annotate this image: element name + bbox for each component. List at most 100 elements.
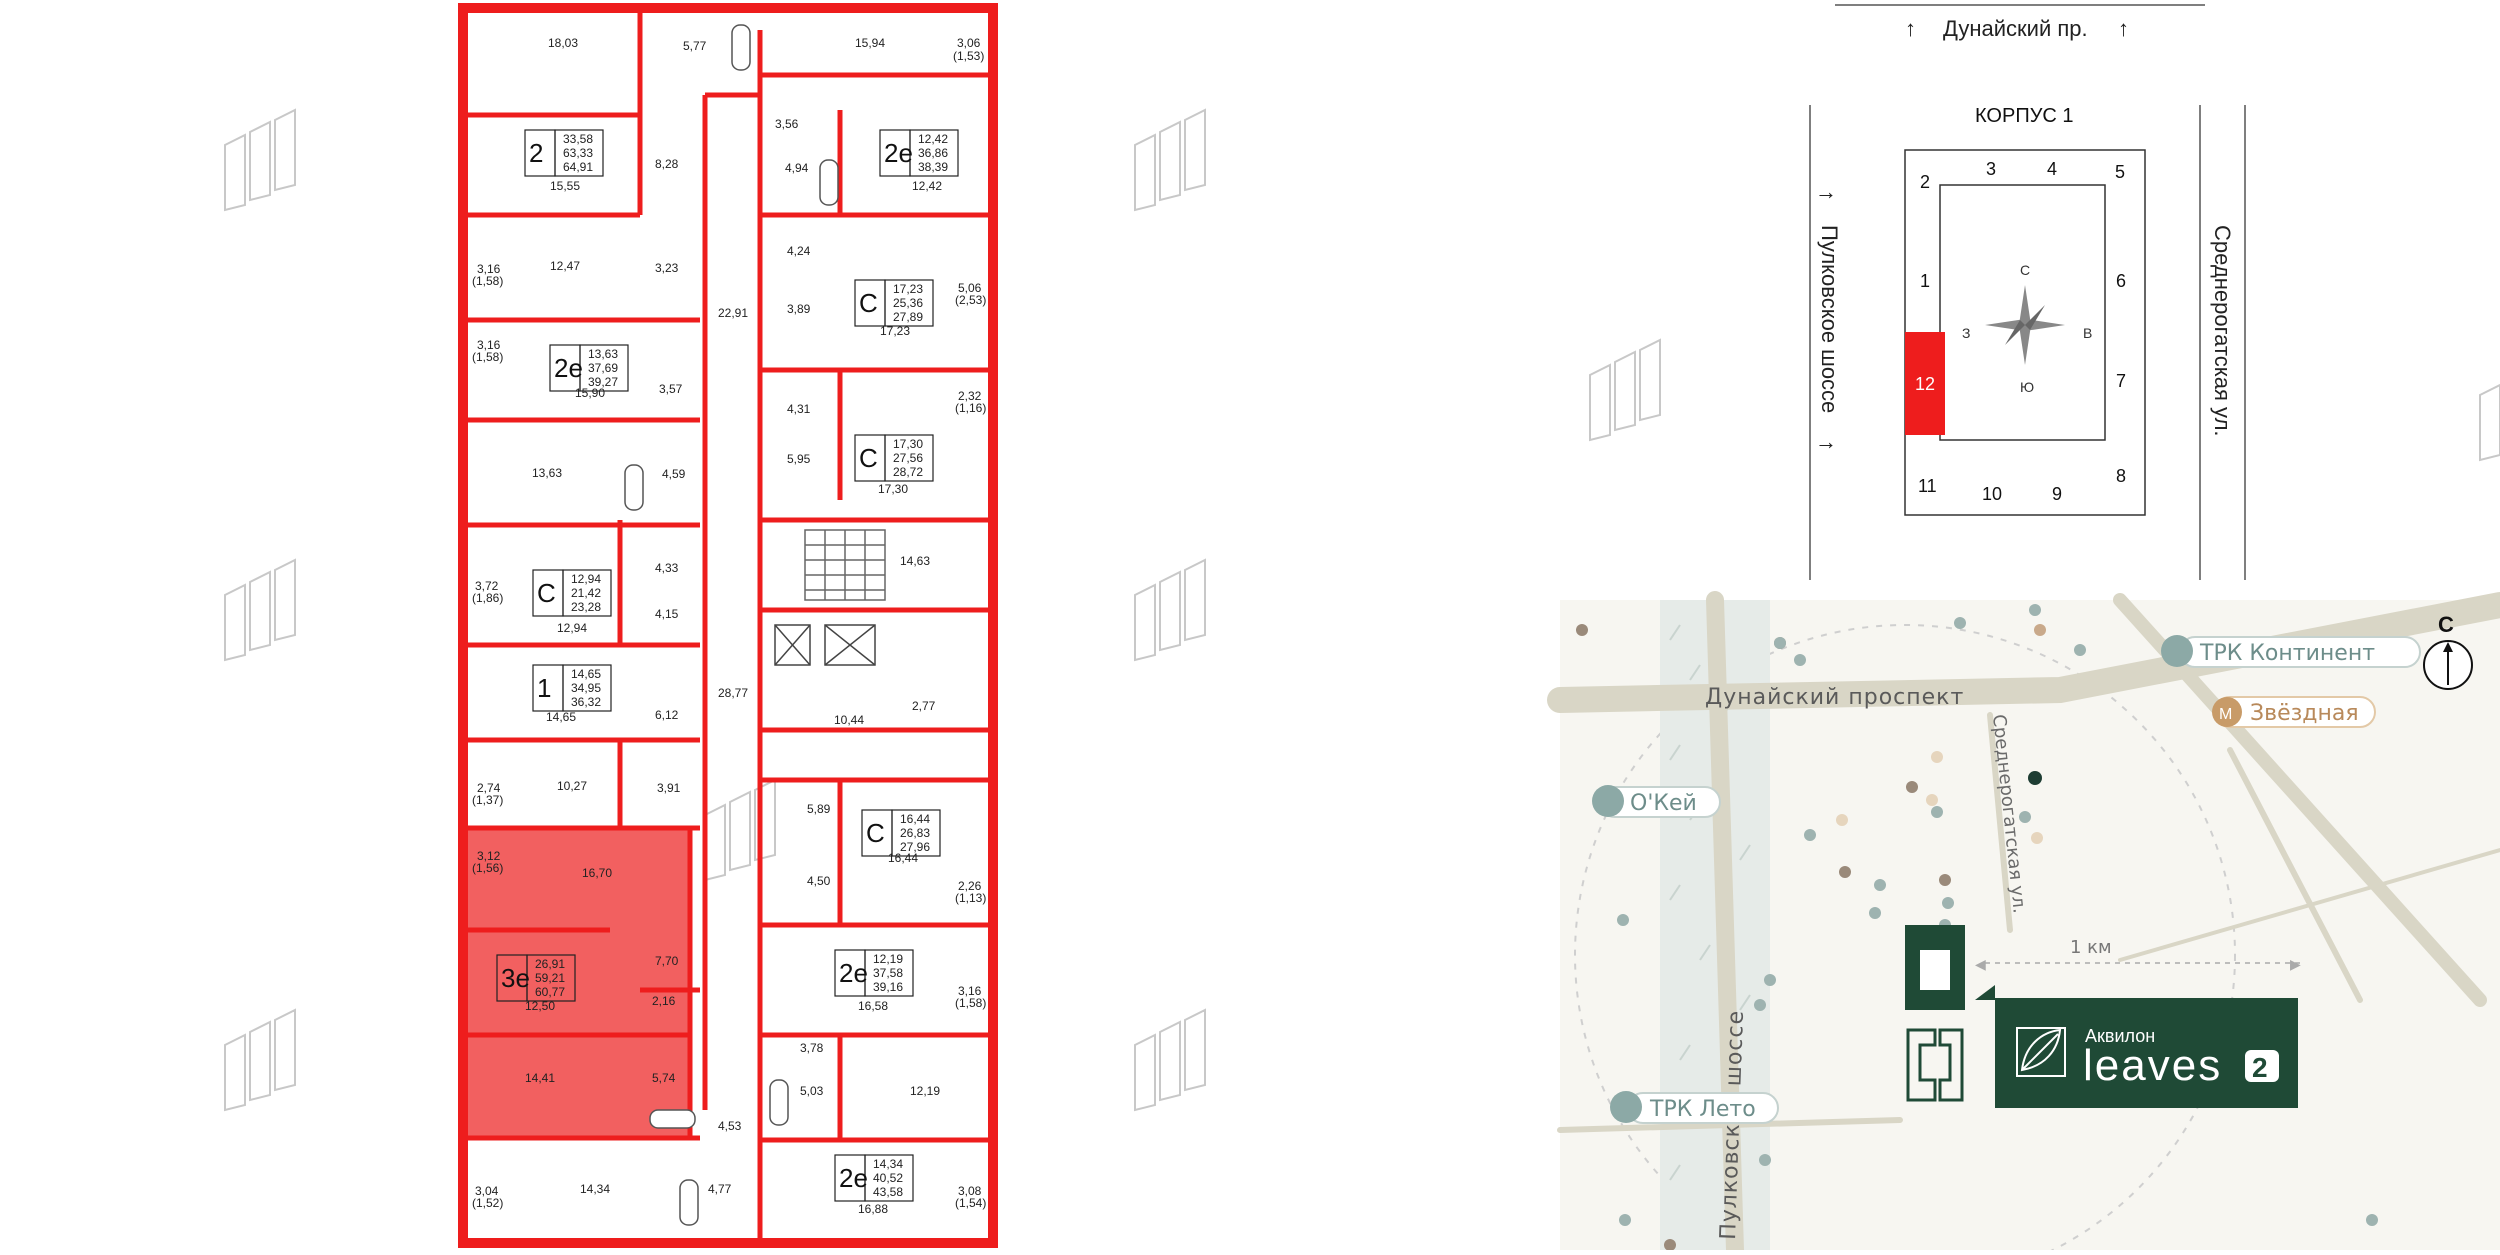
room-area: 2,16 [652,994,676,1008]
room-area: 3,89 [787,302,811,316]
room-area: 4,50 [807,874,831,888]
room-area: (1,16) [955,401,986,415]
poi-continent: ТРК Континент [2161,635,2421,668]
section-12: 12 [1915,374,1935,394]
apartment-area: 37,58 [873,966,903,980]
room-area: 15,55 [550,179,580,193]
metro-station: М Звёздная [2212,696,2376,728]
apartment-area-box [562,664,612,712]
room-area: 14,34 [580,1182,610,1196]
room-area: (1,54) [955,1196,986,1210]
section-2: 2 [1920,172,1930,192]
room-area: 3,16 [477,262,501,276]
compass-w: З [1962,325,1970,341]
room-area: 14,65 [546,710,576,724]
apartment-type: 2 [529,138,543,168]
room-area: 15,94 [855,36,885,50]
compass-e: В [2083,325,2092,341]
watermark-logo [2479,383,2500,462]
room-area: (1,37) [472,793,503,807]
apartment-area: 12,19 [873,952,903,966]
room-area: 16,88 [858,1202,888,1216]
room-area: (2,53) [955,293,986,307]
apartment-area-box [526,954,576,1002]
radius-circle [1574,624,2236,1255]
brand-bottom: leaves [2083,1041,2222,1090]
room-area: 4,77 [708,1182,732,1196]
room-area: (1,52) [472,1196,503,1210]
arrow-left-icon: ↑ [1815,440,1840,451]
inner-walls [463,8,993,1243]
apartment-area: 12,42 [918,132,948,146]
room-area: 8,28 [655,157,679,171]
compass-s: Ю [2020,379,2034,395]
apartment-type: С [859,443,878,473]
room-area: 3,56 [775,117,799,131]
room-area: (1,58) [955,996,986,1010]
poi-okey: О'Кей [1592,785,1721,818]
brand-top: Аквилон [2085,1026,2155,1046]
apartment-area: 27,89 [893,310,923,324]
room-area: 3,04 [475,1184,499,1198]
prospect-label: Дунайский проспект [1705,685,1964,710]
room-area: 5,74 [652,1071,676,1085]
apartment-area: 43,58 [873,1185,903,1199]
room-area: 2,77 [912,699,936,713]
room-area: 4,53 [718,1119,742,1133]
apartment-type: С [866,818,885,848]
watermark-logo [224,1008,296,1112]
section-3: 3 [1986,159,1996,179]
apartment-area: 14,65 [571,667,601,681]
section-9: 9 [2052,484,2062,504]
apartment-area: 26,91 [535,957,565,971]
watermark-logo [1589,338,1661,442]
room-area: 3,91 [657,781,681,795]
poi-leto: ТРК Лето [1610,1091,1779,1124]
leaf-icon [2020,1028,2062,1072]
apartment-area: 16,44 [900,812,930,826]
apartment-area: 63,33 [563,146,593,160]
room-area: (1,53) [953,49,984,63]
room-area: 3,57 [659,382,683,396]
apartment-area: 64,91 [563,160,593,174]
apartment-area: 14,34 [873,1157,903,1171]
selected-section[interactable] [1905,332,1945,435]
room-area: 4,94 [785,161,809,175]
room-area: (1,58) [472,350,503,364]
section-4: 4 [2047,159,2057,179]
section-numbers: 2 3 4 5 1 6 7 12 11 10 9 8 [1915,159,2126,504]
section-5: 5 [2115,162,2125,182]
apartment-area-box [884,434,934,482]
apartment-area: 40,52 [873,1171,903,1185]
room-area: 17,23 [880,324,910,338]
brand-logo[interactable]: Аквилон leaves 2 [1975,985,2298,1108]
selected-apartment[interactable] [463,828,690,1138]
room-area: 22,91 [718,306,748,320]
watermark-logo [1134,108,1206,212]
metro-badge: М [2219,706,2232,723]
floor-plan: 18,03 5,77 15,94 3,06 (1,53) 3,56 8,28 1… [458,3,998,1248]
apartment-area-box [562,569,612,617]
watermark-logo [704,778,776,882]
apartment-area: 37,69 [588,361,618,375]
arrow-icon: ◀ [1975,956,1986,972]
watermarks [224,108,2500,1112]
room-area: 10,27 [557,779,587,793]
room-area: 14,63 [900,554,930,568]
room-area: 5,89 [807,802,831,816]
room-area: 4,15 [655,607,679,621]
room-area: 2,74 [477,781,501,795]
room-area: 3,06 [957,36,981,50]
apartment-area-box [579,344,629,392]
